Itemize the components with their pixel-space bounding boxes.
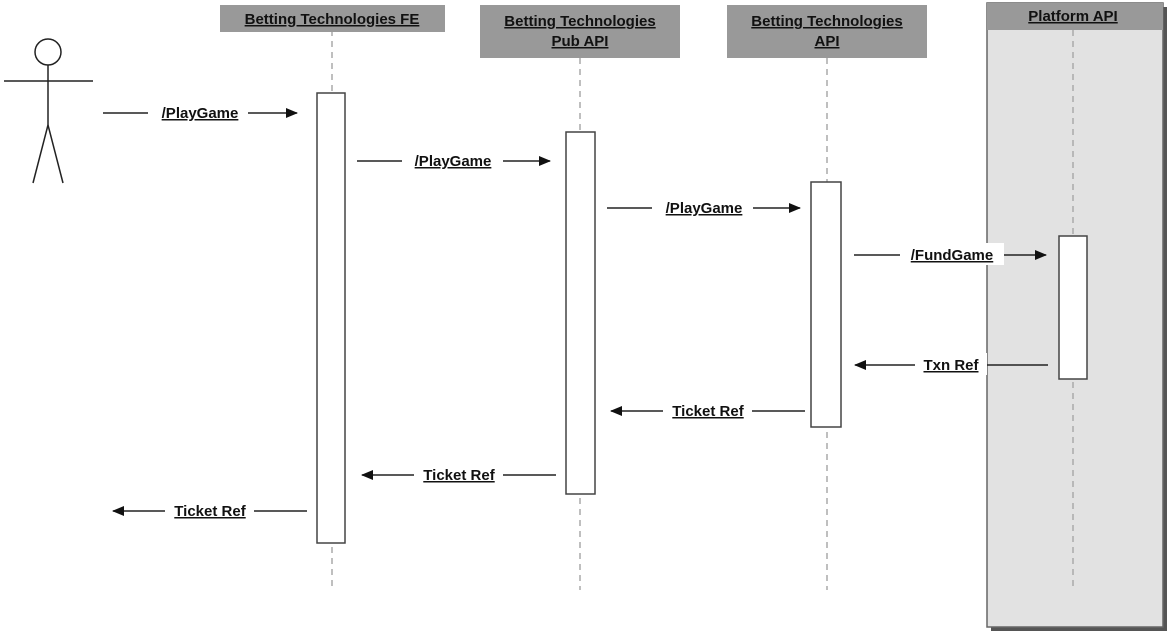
return-label-2: Ticket Ref (672, 403, 744, 420)
header-fe (220, 5, 445, 32)
msg-label-4: /FundGame (911, 247, 994, 264)
header-pub-api-label-2: Pub API (552, 33, 609, 50)
msg-label-1: /PlayGame (162, 105, 239, 122)
header-pub-api-label-1: Betting Technologies (504, 13, 655, 30)
return-label-1: Txn Ref (923, 357, 979, 374)
activation-platform (1058, 235, 1088, 380)
msg-label-3: /PlayGame (666, 200, 743, 217)
msg-label-4-bg (900, 243, 1004, 265)
return-label-3: Ticket Ref (423, 467, 495, 484)
header-api (727, 5, 927, 58)
return-label-1-bg (917, 353, 987, 375)
header-platform (987, 3, 1163, 30)
header-api-label-2: API (814, 33, 839, 50)
msg-label-2: /PlayGame (415, 153, 492, 170)
header-pub-api (480, 5, 680, 58)
return-label-4: Ticket Ref (174, 503, 246, 520)
activation-pub-api (565, 131, 596, 495)
header-platform-label: Platform API (1028, 8, 1117, 25)
actor-stick-figure-icon (4, 38, 93, 184)
activation-api (810, 181, 842, 428)
activation-fe (316, 92, 346, 544)
header-fe-label: Betting Technologies FE (245, 11, 420, 28)
header-api-label-1: Betting Technologies (751, 13, 902, 30)
